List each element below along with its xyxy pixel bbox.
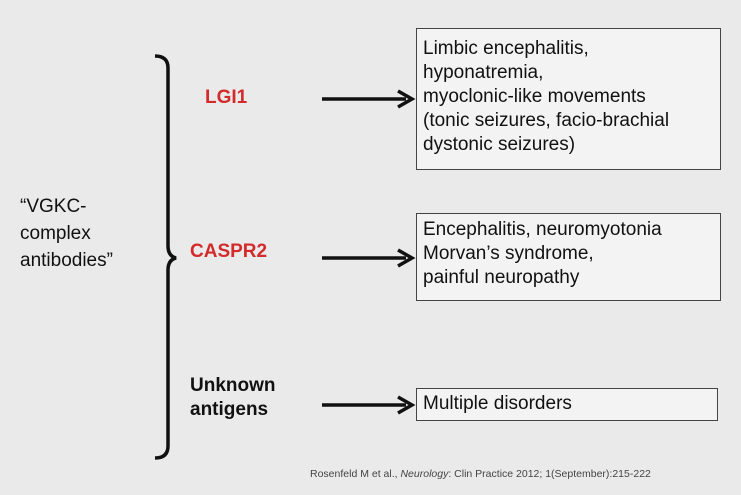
antigen-caspr2: CASPR2 [190,241,268,262]
disorders-box-lgi1: Limbic encephalitis, hyponatremia, myocl… [416,28,721,170]
arrow-unknown [322,395,416,415]
group-label: “VGKC- complex antibodies” [20,196,113,271]
box-line: Multiple disorders [423,393,572,414]
box-line: Morvan’s syndrome, [423,243,594,264]
arrow-lgi1 [322,89,416,109]
disorders-box-caspr2: Encephalitis, neuromyotonia Morvan’s syn… [416,213,721,301]
box-line: myoclonic-like movements [423,86,646,107]
citation-journal: Neurology [400,468,449,480]
box-line: (tonic seizures, facio-brachial [423,110,670,131]
curly-brace [154,54,177,460]
box-line: Encephalitis, neuromyotonia [423,219,662,240]
antigen-lgi1: LGI1 [205,87,248,108]
box-line: dystonic seizures) [423,134,576,155]
citation-authors: Rosenfeld M et al., [310,468,398,480]
antigen-unknown: Unknown antigens [190,375,276,420]
citation-rest: : Clin Practice 2012; 1(September):215-2… [448,468,651,480]
box-line: Limbic encephalitis, [423,38,589,59]
box-line: hyponatremia, [423,62,544,83]
arrow-caspr2 [322,248,416,268]
disorders-box-unknown: Multiple disorders [416,388,718,421]
box-line: painful neuropathy [423,267,580,288]
citation: Rosenfeld M et al., Neurology: Clin Prac… [310,468,651,480]
